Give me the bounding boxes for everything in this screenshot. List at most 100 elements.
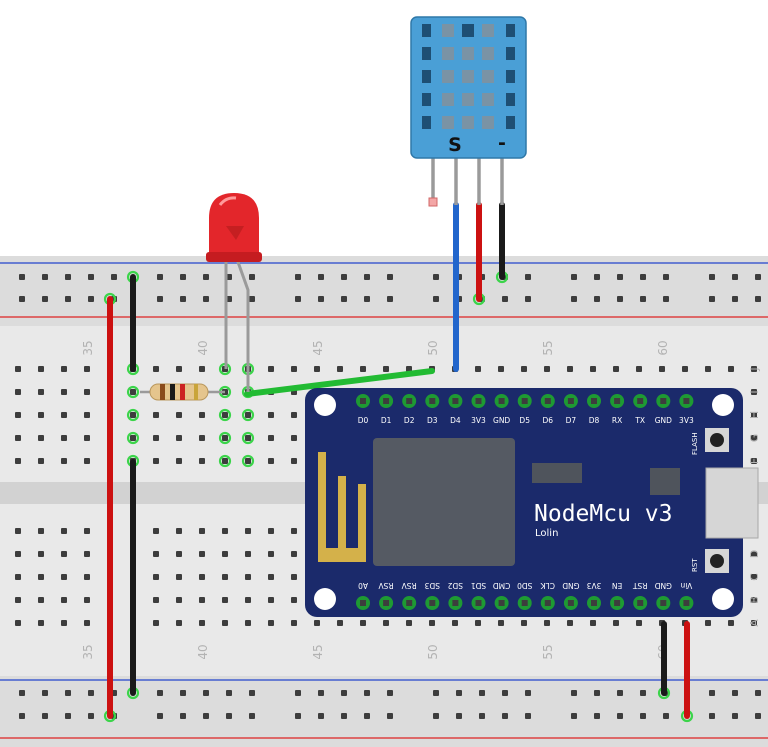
rail-hole (364, 274, 370, 280)
rail-hole (456, 713, 462, 719)
column-number-bottom: 45 (311, 644, 325, 659)
terminal-hole (291, 412, 297, 418)
terminal-hole (751, 366, 757, 372)
row-letter: H (748, 411, 761, 419)
rail-hole (318, 274, 324, 280)
row-letter: I (748, 390, 761, 393)
terminal-hole (728, 366, 734, 372)
pin-label-bottom: GND (654, 581, 671, 590)
terminal-hole (38, 366, 44, 372)
terminal-hole (291, 458, 297, 464)
rail-hole (732, 690, 738, 696)
rail-hole (755, 274, 761, 280)
pin-label-top: 3V3 (471, 416, 486, 425)
rail-hole (732, 296, 738, 302)
rail-hole (249, 296, 255, 302)
terminal-hole (130, 412, 136, 418)
resistor (140, 383, 225, 401)
rail-hole (203, 274, 209, 280)
terminal-hole (291, 597, 297, 603)
terminal-hole (429, 620, 435, 626)
antenna-trace (318, 452, 366, 562)
rail-hole (157, 296, 163, 302)
rail-hole (387, 296, 393, 302)
column-number-top: 40 (196, 340, 210, 355)
sensor-mark-s: S (448, 134, 462, 156)
terminal-hole (222, 435, 228, 441)
terminal-hole (153, 620, 159, 626)
terminal-hole (153, 528, 159, 534)
rail-hole (433, 296, 439, 302)
terminal-hole (38, 574, 44, 580)
terminal-hole (406, 366, 412, 372)
terminal-hole (84, 412, 90, 418)
row-letter: D (748, 550, 761, 558)
rail-hole (65, 274, 71, 280)
rail-hole (479, 690, 485, 696)
rail-hole (203, 690, 209, 696)
rail-hole (65, 296, 71, 302)
terminal-hole (199, 620, 205, 626)
terminal-hole (176, 528, 182, 534)
terminal-hole (153, 458, 159, 464)
terminal-hole (360, 366, 366, 372)
column-number-bottom: 55 (541, 644, 555, 659)
rail-hole (640, 713, 646, 719)
connection-highlight (241, 454, 255, 468)
board-subtitle: Lolin (535, 528, 558, 539)
column-number-top: 35 (81, 340, 95, 355)
terminal-hole (199, 574, 205, 580)
row-letter: A (748, 619, 761, 627)
terminal-hole (521, 366, 527, 372)
rail-hole (157, 274, 163, 280)
terminal-hole (84, 528, 90, 534)
column-number-top: 60 (656, 340, 670, 355)
terminal-hole (38, 412, 44, 418)
rst-label: RST (691, 558, 699, 572)
terminal-hole (176, 458, 182, 464)
row-letter: G (748, 434, 761, 443)
rail-hole (594, 274, 600, 280)
rail-hole (663, 274, 669, 280)
rail-hole (180, 713, 186, 719)
terminal-hole (521, 620, 527, 626)
terminal-hole (751, 458, 757, 464)
pin-label-top: GND (655, 416, 672, 425)
pin-label-top: TX (634, 416, 645, 425)
rail-hole (571, 274, 577, 280)
terminal-hole (153, 435, 159, 441)
pin-label-bottom: EN (612, 581, 622, 590)
sensor-body (410, 16, 527, 159)
terminal-hole (291, 574, 297, 580)
terminal-hole (84, 435, 90, 441)
connection-highlight (126, 431, 140, 445)
column-number-top: 55 (541, 340, 555, 355)
terminal-hole (659, 366, 665, 372)
terminal-hole (452, 620, 458, 626)
rail-hole (502, 690, 508, 696)
terminal-hole (544, 366, 550, 372)
terminal-hole (268, 574, 274, 580)
terminal-hole (245, 435, 251, 441)
terminal-hole (314, 366, 320, 372)
rail-hole (364, 296, 370, 302)
terminal-hole (613, 366, 619, 372)
terminal-hole (38, 435, 44, 441)
rail-hole (640, 274, 646, 280)
terminal-hole (337, 366, 343, 372)
terminal-hole (176, 366, 182, 372)
rail-hole (571, 713, 577, 719)
terminal-hole (153, 412, 159, 418)
rail-hole (594, 690, 600, 696)
terminal-hole (222, 528, 228, 534)
row-letter: B (748, 596, 761, 604)
rail-hole (617, 296, 623, 302)
terminal-hole (751, 412, 757, 418)
green-wire (244, 368, 435, 397)
terminal-hole (682, 366, 688, 372)
rail-hole (525, 274, 531, 280)
pin-label-top: D8 (589, 416, 600, 425)
pin-label-bottom: Vin (680, 581, 692, 590)
pin-label-top: D3 (427, 416, 438, 425)
rail-hole (663, 296, 669, 302)
